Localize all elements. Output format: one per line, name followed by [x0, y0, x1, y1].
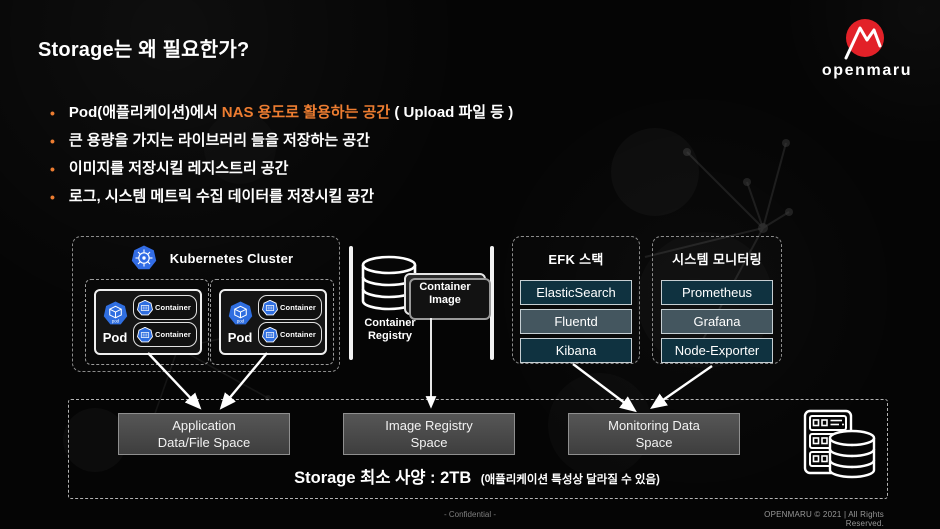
divider-bar-right	[490, 246, 494, 360]
container-registry-label-line1: Container	[364, 317, 416, 329]
kubernetes-cluster-header: Kubernetes Cluster	[73, 245, 339, 271]
efk-stack-title: EFK 스택	[548, 252, 604, 267]
openmaru-logo-icon	[844, 19, 884, 60]
container-image-label-line1: Container	[419, 281, 471, 293]
bullet-text: 큰 용량을 가지는 라이브러리 들을 저장하는 공간	[68, 132, 370, 149]
bullet-text: Pod(애플리케이션)에서	[68, 104, 222, 121]
container-label: Container	[155, 303, 191, 312]
container-row: Container	[133, 295, 197, 320]
container-image-box: Container Image	[404, 273, 491, 320]
container-label: Container	[280, 330, 316, 339]
svg-text:pod: pod	[237, 319, 245, 324]
confidential-note: - Confidential -	[443, 510, 497, 519]
page-title: Storage는 왜 필요한가?	[38, 39, 250, 61]
pod-group: pod Pod Container	[85, 279, 209, 365]
bullet-text: 이미지를 저장시킬 레지스트리 공간	[68, 160, 289, 177]
container-image-label-line2: Image	[429, 294, 461, 306]
container-row: Container	[133, 322, 197, 347]
container-row: Container	[258, 295, 322, 320]
space-label-line2: Space	[635, 435, 673, 450]
kubernetes-logo-icon	[131, 245, 156, 270]
openmaru-wordmark: openmaru	[821, 62, 913, 79]
openmaru-logo: openmaru	[815, 12, 919, 82]
bullet-highlight: NAS 용도로 활용하는 공간	[221, 104, 391, 121]
space-label-line1: Image Registry	[385, 418, 473, 433]
efk-item-elasticsearch: ElasticSearch	[520, 280, 632, 305]
space-label-line2: Data/File Space	[157, 435, 251, 450]
monitoring-data-space-box: Monitoring Data Space	[568, 413, 740, 455]
pod-icon: pod	[103, 301, 128, 325]
bullet-marker: •	[50, 161, 55, 177]
monitoring-item-grafana: Grafana	[661, 309, 773, 334]
monitoring-item-node-exporter: Node-Exporter	[661, 338, 773, 363]
container-registry-label-line2: Registry	[367, 330, 413, 342]
pod-label: Pod	[227, 330, 253, 345]
bullet-item: • 로그, 시스템 메트릭 수집 데이터를 저장시킬 공간	[50, 185, 513, 213]
bullet-marker: •	[50, 189, 55, 205]
container-row: Container	[258, 322, 322, 347]
container-registry-label: Container Registry	[350, 317, 430, 343]
bullet-marker: •	[50, 105, 55, 121]
bullet-item: • Pod(애플리케이션)에서 NAS 용도로 활용하는 공간 ( Upload…	[50, 101, 513, 129]
pod-box: pod Pod Container	[219, 289, 327, 355]
divider-bar-left	[349, 246, 353, 360]
container-label: Container	[155, 330, 191, 339]
space-label-line2: Space	[410, 435, 448, 450]
storage-spec-note: (애플리케이션 특성상 달라질 수 있음)	[480, 474, 660, 486]
container-icon	[262, 299, 278, 315]
kubernetes-cluster-box: Kubernetes Cluster pod Pod	[72, 236, 340, 372]
pod-group: pod Pod Container	[210, 279, 334, 365]
pod-box: pod Pod Container	[94, 289, 202, 355]
storage-spec-main: Storage 최소 사양 : 2TB	[294, 469, 472, 487]
system-monitoring-title: 시스템 모니터링	[672, 252, 762, 267]
pod-icon: pod	[228, 301, 253, 325]
bullet-text: ( Upload 파일 등 )	[390, 104, 514, 121]
container-icon	[262, 326, 278, 342]
storage-frame	[68, 399, 888, 499]
pod-label: Pod	[102, 330, 128, 345]
container-icon	[137, 326, 153, 342]
monitoring-item-prometheus: Prometheus	[661, 280, 773, 305]
bullet-list: • Pod(애플리케이션)에서 NAS 용도로 활용하는 공간 ( Upload…	[50, 101, 513, 213]
space-label-line1: Application	[172, 418, 236, 433]
bullet-item: • 큰 용량을 가지는 라이브러리 들을 저장하는 공간	[50, 129, 513, 157]
bullet-text: 로그, 시스템 메트릭 수집 데이터를 저장시킬 공간	[68, 188, 375, 205]
container-icon	[137, 299, 153, 315]
bullet-marker: •	[50, 133, 55, 149]
storage-spec-text: Storage 최소 사양 : 2TB (애플리케이션 특성상 달라질 수 있음…	[68, 464, 886, 488]
efk-item-fluentd: Fluentd	[520, 309, 632, 334]
application-data-space-box: Application Data/File Space	[118, 413, 290, 455]
container-label: Container	[280, 303, 316, 312]
image-registry-space-box: Image Registry Space	[343, 413, 515, 455]
copyright-note: OPENMARU © 2021 | All Rights Reserved.	[764, 510, 884, 528]
server-storage-icon	[803, 409, 876, 479]
bullet-item: • 이미지를 저장시킬 레지스트리 공간	[50, 157, 513, 185]
efk-stack-box: EFK 스택 ElasticSearch Fluentd Kibana	[512, 236, 640, 364]
space-label-line1: Monitoring Data	[608, 418, 700, 433]
database-cylinder-icon	[361, 255, 417, 311]
svg-text:pod: pod	[112, 319, 120, 324]
efk-item-kibana: Kibana	[520, 338, 632, 363]
kubernetes-cluster-title: Kubernetes Cluster	[169, 250, 294, 266]
system-monitoring-box: 시스템 모니터링 Prometheus Grafana Node-Exporte…	[652, 236, 782, 364]
